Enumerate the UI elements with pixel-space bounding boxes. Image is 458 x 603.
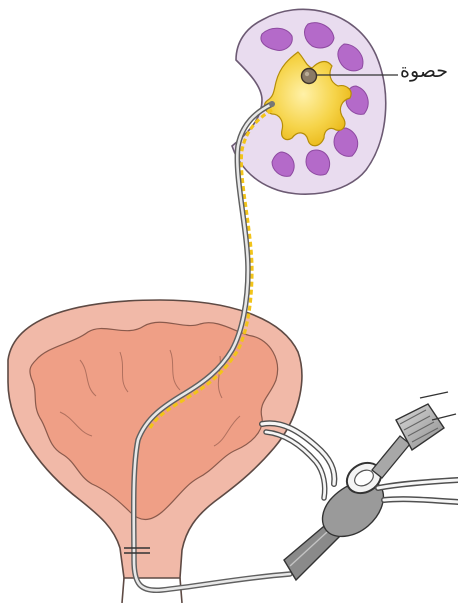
stone-label: حصوة bbox=[400, 62, 448, 81]
kidney-stone bbox=[302, 69, 317, 84]
bladder bbox=[8, 300, 302, 603]
scope-neck bbox=[372, 436, 410, 478]
kidney bbox=[232, 9, 386, 194]
